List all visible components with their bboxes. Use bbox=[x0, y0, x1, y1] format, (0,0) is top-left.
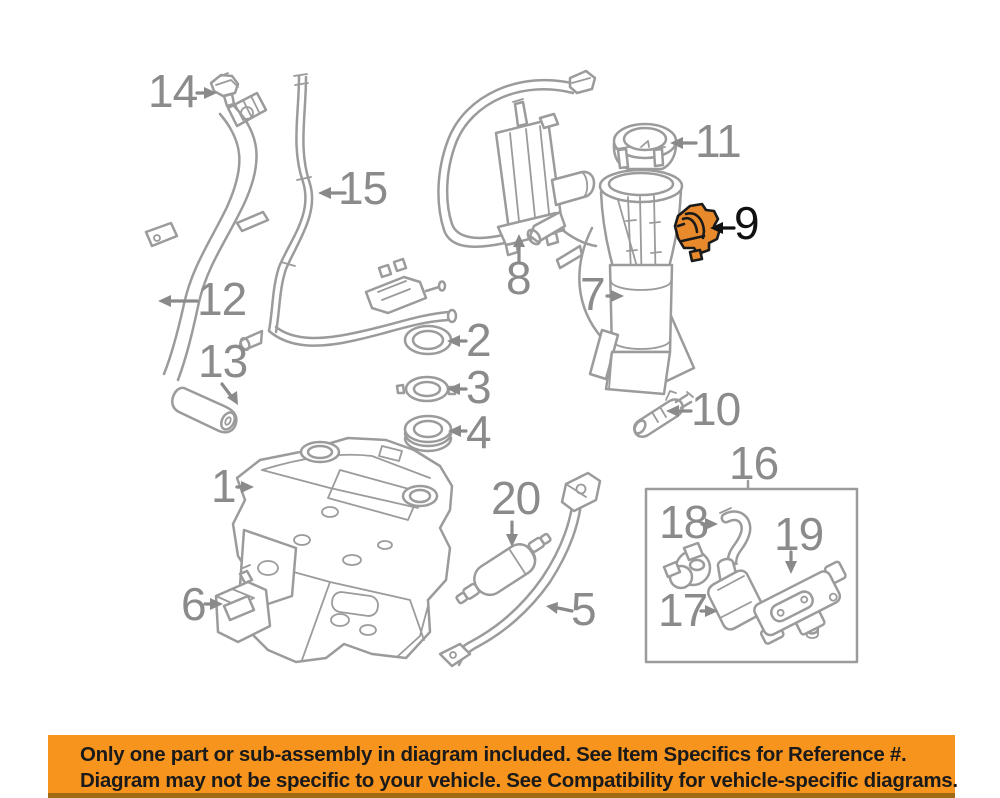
part-label-4: 4 bbox=[466, 406, 492, 458]
part-15-arrow bbox=[318, 187, 347, 199]
part-label-19: 19 bbox=[774, 508, 824, 560]
disclaimer-line-1: Only one part or sub-assembly in diagram… bbox=[80, 743, 907, 766]
part-18-arrow bbox=[700, 518, 718, 530]
part-20-arrow bbox=[506, 520, 518, 547]
part-5-strap-drawing bbox=[438, 471, 602, 668]
part-3-arrow bbox=[447, 383, 468, 395]
part-14-cap-drawing bbox=[209, 72, 240, 108]
part-7-pump-module-drawing bbox=[526, 146, 696, 396]
part-10-valve-drawing bbox=[632, 390, 694, 438]
part-label-6: 6 bbox=[181, 578, 207, 630]
part-label-5: 5 bbox=[571, 583, 597, 635]
part-label-18: 18 bbox=[659, 496, 709, 548]
part-2-seal-drawing bbox=[403, 324, 453, 356]
part-12-filler-pipe-drawing bbox=[144, 104, 270, 382]
disclaimer-banner: Only one part or sub-assembly in diagram… bbox=[48, 735, 958, 798]
part-label-9-highlighted: 9 bbox=[734, 197, 760, 249]
part-9-highlighted-drawing bbox=[673, 202, 722, 263]
part-5-arrow bbox=[546, 602, 574, 614]
part-11-arrow bbox=[670, 137, 698, 149]
part-label-11: 11 bbox=[695, 115, 742, 167]
part-9-arrow bbox=[710, 222, 736, 234]
part-17-arrow bbox=[699, 605, 718, 617]
part-1-arrow bbox=[235, 481, 254, 493]
part-label-1: 1 bbox=[211, 460, 237, 512]
part-label-2: 2 bbox=[466, 314, 492, 366]
part-19-arrow bbox=[785, 550, 797, 574]
part-label-16: 16 bbox=[729, 437, 779, 489]
part-19-bracket-drawing bbox=[753, 560, 847, 645]
part-14-arrow bbox=[195, 87, 217, 99]
part-4-arrow bbox=[448, 425, 468, 437]
part-16-box bbox=[644, 479, 859, 664]
part-13-hose-drawing bbox=[171, 386, 238, 434]
part-label-15: 15 bbox=[338, 162, 388, 214]
part-label-7: 7 bbox=[580, 268, 606, 320]
part-6-arrow bbox=[203, 598, 223, 610]
part-label-14: 14 bbox=[148, 65, 198, 117]
part-20-filter-drawing bbox=[455, 532, 552, 605]
diagram-line-art bbox=[144, 69, 859, 668]
part-18-hose-drawing bbox=[719, 507, 752, 567]
part-13-arrow bbox=[220, 382, 238, 405]
part-8-arrow bbox=[513, 234, 525, 264]
part-label-10: 10 bbox=[691, 383, 741, 435]
part-label-12: 12 bbox=[197, 273, 247, 325]
part-12-arrow bbox=[158, 295, 199, 307]
part-1-fuel-tank-drawing bbox=[231, 436, 454, 664]
part-3-ring-drawing bbox=[395, 375, 457, 403]
part-label-17: 17 bbox=[658, 584, 708, 636]
disclaimer-line-2: Diagram may not be specific to your vehi… bbox=[80, 769, 958, 792]
part-6-drawing bbox=[214, 564, 272, 644]
part-10-arrow bbox=[666, 405, 693, 417]
part-8-assembly-drawing bbox=[437, 69, 598, 257]
part-15-tubes-drawing bbox=[239, 73, 458, 352]
part-7-arrow bbox=[605, 290, 624, 302]
part-4-gasket-drawing bbox=[403, 414, 453, 453]
part-label-3: 3 bbox=[466, 361, 492, 413]
part-label-20: 20 bbox=[491, 472, 541, 524]
part-label-8: 8 bbox=[506, 252, 532, 304]
part-2-arrow bbox=[447, 335, 468, 347]
part-label-13: 13 bbox=[198, 335, 248, 387]
